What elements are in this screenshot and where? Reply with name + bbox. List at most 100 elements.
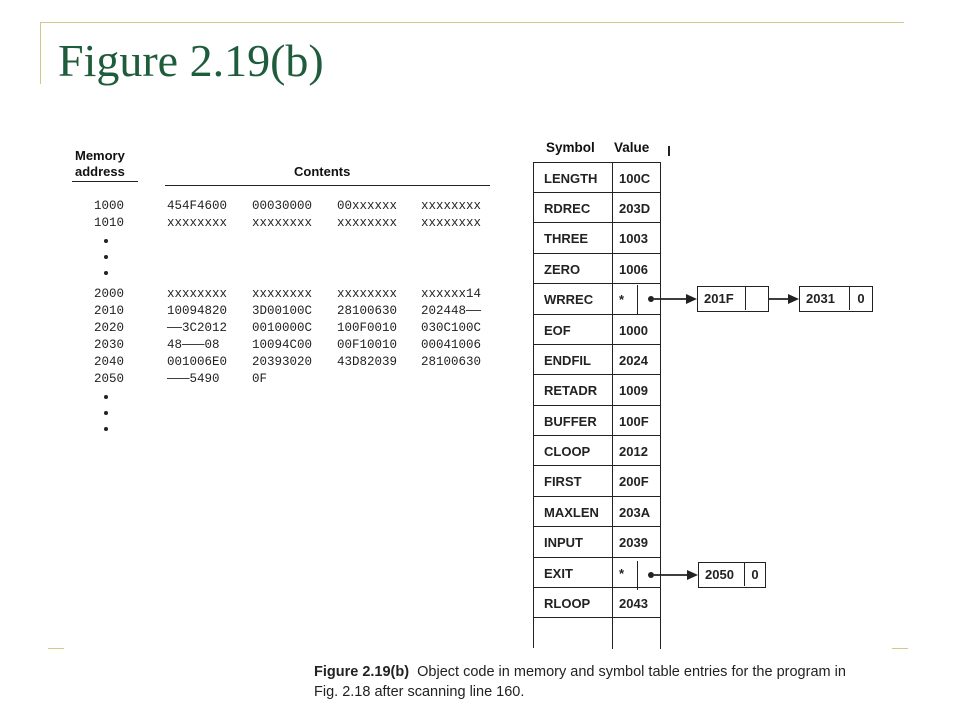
symbol-name: CLOOP bbox=[533, 436, 613, 467]
symbol-value: 2024 bbox=[613, 345, 661, 376]
memory-address-rule bbox=[72, 181, 138, 182]
node-address: 2031 bbox=[800, 287, 850, 310]
wrrec-pointer-divider bbox=[637, 285, 638, 314]
chain-node-2031: 2031 0 bbox=[799, 286, 873, 312]
symbol-name: EXIT bbox=[533, 558, 613, 589]
memory-cell: 48———08 bbox=[167, 338, 220, 352]
memory-cell: xxxxxxxx bbox=[167, 216, 228, 230]
node-address: 201F bbox=[698, 287, 746, 310]
memory-address: 1010 bbox=[93, 216, 124, 230]
ellipsis-dot bbox=[104, 255, 108, 259]
symbol-name: ZERO bbox=[533, 254, 613, 285]
memory-cell: 454F4600 bbox=[167, 199, 228, 213]
symbol-value: * bbox=[613, 558, 661, 589]
symtab-row: EXIT* bbox=[533, 558, 661, 589]
symbol-value bbox=[613, 618, 661, 649]
slide-frame-left bbox=[40, 22, 41, 84]
symbol-value: 1000 bbox=[613, 315, 661, 346]
symbol-name bbox=[533, 618, 613, 649]
memory-cell: xxxxxxxx bbox=[252, 287, 313, 301]
memory-header-address: address bbox=[75, 164, 125, 179]
node-201f-arrow-head bbox=[788, 294, 799, 304]
wrrec-pointer-dot bbox=[648, 296, 654, 302]
memory-address: 2000 bbox=[93, 287, 124, 301]
symbol-value: 200F bbox=[613, 466, 661, 497]
memory-cell: xxxxxxxx bbox=[252, 216, 313, 230]
ellipsis-dot bbox=[104, 411, 108, 415]
symbol-name: RETADR bbox=[533, 375, 613, 406]
chain-node-201f: 201F bbox=[697, 286, 769, 312]
exit-pointer-dot bbox=[648, 572, 654, 578]
symbol-value: 2043 bbox=[613, 588, 661, 619]
caption-label: Figure 2.19(b) bbox=[314, 664, 410, 680]
symbol-name: MAXLEN bbox=[533, 497, 613, 528]
memory-cell: xxxxxxxx bbox=[167, 287, 228, 301]
symbol-name: LENGTH bbox=[533, 163, 613, 194]
memory-cell: 43D82039 bbox=[337, 355, 398, 369]
node-address: 2050 bbox=[699, 563, 745, 586]
node-next: 0 bbox=[751, 567, 759, 582]
symbol-name: INPUT bbox=[533, 527, 613, 558]
memory-cell: 00F10010 bbox=[337, 338, 398, 352]
symbol-value: 100F bbox=[613, 406, 661, 437]
memory-address: 2030 bbox=[93, 338, 124, 352]
memory-address: 2010 bbox=[93, 304, 124, 318]
slide-frame-top bbox=[40, 22, 904, 23]
node-next bbox=[746, 287, 768, 310]
memory-header-memory: Memory bbox=[75, 148, 125, 163]
symbol-name: EOF bbox=[533, 315, 613, 346]
symtab-header-symbol: Symbol bbox=[546, 140, 595, 155]
symbol-value: 203D bbox=[613, 193, 661, 224]
memory-address: 1000 bbox=[93, 199, 124, 213]
memory-cell: 20393020 bbox=[252, 355, 313, 369]
memory-cell: xxxxxxxx bbox=[337, 287, 398, 301]
memory-cell: ———5490 bbox=[167, 372, 220, 386]
symbol-name: BUFFER bbox=[533, 406, 613, 437]
memory-cell: xxxxxxxx bbox=[421, 216, 482, 230]
memory-cell: 3D00100C bbox=[252, 304, 313, 318]
memory-cell: 0010000C bbox=[252, 321, 313, 335]
memory-cell: 0F bbox=[252, 372, 268, 386]
memory-cell: xxxxxxxx bbox=[337, 216, 398, 230]
memory-cell: 28100630 bbox=[337, 304, 398, 318]
memory-cell: 28100630 bbox=[421, 355, 482, 369]
memory-cell: xxxxxxxx bbox=[421, 199, 482, 213]
ellipsis-dot bbox=[104, 395, 108, 399]
symbol-name: WRREC bbox=[533, 284, 613, 315]
symbol-name: RLOOP bbox=[533, 588, 613, 619]
ellipsis-dot bbox=[104, 239, 108, 243]
symtab-row bbox=[533, 618, 661, 649]
ellipsis-dot bbox=[104, 427, 108, 431]
symbol-value: 203A bbox=[613, 497, 661, 528]
memory-cell: 001006E0 bbox=[167, 355, 228, 369]
exit-arrow-head bbox=[687, 570, 698, 580]
ellipsis-dot bbox=[104, 271, 108, 275]
wrrec-arrow-head bbox=[686, 294, 697, 304]
memory-cell: 030C100C bbox=[421, 321, 482, 335]
symbol-value: 100C bbox=[613, 163, 661, 194]
memory-cell: 100F0010 bbox=[337, 321, 398, 335]
memory-address: 2020 bbox=[93, 321, 124, 335]
memory-cell: ——3C2012 bbox=[167, 321, 228, 335]
symtab-top-border bbox=[533, 162, 661, 163]
symbol-value: 1006 bbox=[613, 254, 661, 285]
symtab-header-value: Value bbox=[614, 140, 650, 155]
memory-cell: 00041006 bbox=[421, 338, 482, 352]
symbol-value: 1003 bbox=[613, 223, 661, 254]
caption-text: Object code in memory and symbol table e… bbox=[314, 664, 846, 700]
memory-cell: 00030000 bbox=[252, 199, 313, 213]
symbol-name: THREE bbox=[533, 223, 613, 254]
memory-header-contents: Contents bbox=[294, 164, 351, 179]
footer-rule-left bbox=[48, 648, 64, 649]
